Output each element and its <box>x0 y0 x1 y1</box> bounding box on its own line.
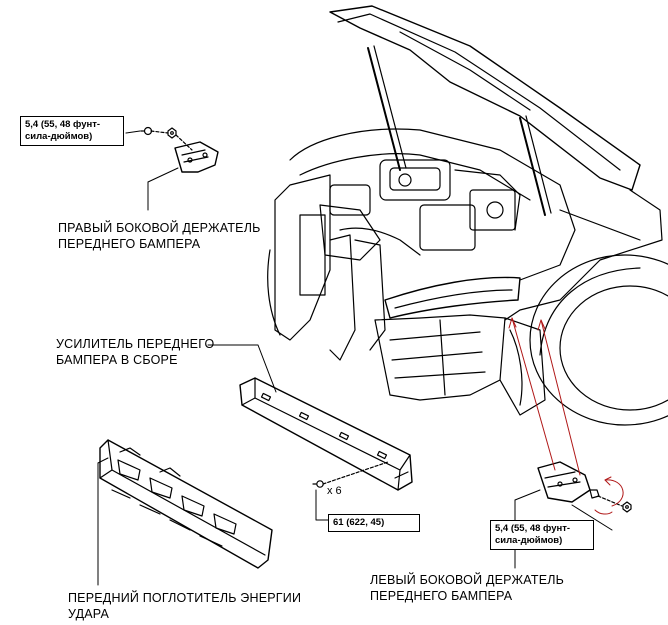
left-bracket-label-line1: ЛЕВЫЙ БОКОВОЙ ДЕРЖАТЕЛЬ <box>370 573 565 587</box>
absorber-label-line2: УДАРА <box>68 607 110 621</box>
left-side-bumper-bracket <box>537 461 591 503</box>
front-bumper-energy-absorber <box>99 439 273 569</box>
right-torque-line2: сила-дюймов) <box>25 131 93 142</box>
leader-lines <box>97 130 613 586</box>
bolt-icon <box>312 480 324 488</box>
reinforcement-label: УСИЛИТЕЛЬ ПЕРЕДНЕГО БАМПЕРА В СБОРЕ <box>56 336 214 368</box>
right-torque-spec: 5,4 (55, 48 фунт- сила-дюймов) <box>20 116 124 146</box>
right-torque-line1: 5,4 (55, 48 фунт- <box>25 119 101 130</box>
bolt-icon <box>140 126 153 136</box>
right-bracket-label-line2: ПЕРЕДНЕГО БАМПЕРА <box>58 237 201 251</box>
nut-icon <box>167 127 177 139</box>
left-bracket-label: ЛЕВЫЙ БОКОВОЙ ДЕРЖАТЕЛЬ ПЕРЕДНЕГО БАМПЕР… <box>370 572 564 604</box>
absorber-label: ПЕРЕДНИЙ ПОГЛОТИТЕЛЬ ЭНЕРГИИ УДАРА <box>68 590 301 622</box>
right-bracket-label: ПРАВЫЙ БОКОВОЙ ДЕРЖАТЕЛЬ ПЕРЕДНЕГО БАМПЕ… <box>58 220 261 252</box>
bolt-icon <box>589 489 600 499</box>
rotation-arrow-icon <box>594 476 624 515</box>
reinforcement-label-line2: БАМПЕРА В СБОРЕ <box>56 353 178 367</box>
right-side-bumper-bracket <box>174 141 219 173</box>
installation-direction-arrows <box>508 317 581 476</box>
left-torque-line1: 5,4 (55, 48 фунт- <box>495 523 571 534</box>
left-torque-spec: 5,4 (55, 48 фунт- сила-дюймов) <box>490 520 594 550</box>
front-bumper-reinforcement <box>239 377 413 491</box>
vehicle-front-illustration <box>267 5 668 426</box>
right-bracket-label-line1: ПРАВЫЙ БОКОВОЙ ДЕРЖАТЕЛЬ <box>58 221 261 235</box>
left-bracket-label-line2: ПЕРЕДНЕГО БАМПЕРА <box>370 589 513 603</box>
reinforcement-label-line1: УСИЛИТЕЛЬ ПЕРЕДНЕГО <box>56 337 215 351</box>
left-torque-line2: сила-дюймов) <box>495 535 563 546</box>
center-torque-value: 61 (622, 45) <box>333 517 385 528</box>
bolt-quantity: x 6 <box>327 485 342 497</box>
absorber-label-line1: ПЕРЕДНИЙ ПОГЛОТИТЕЛЬ ЭНЕРГИИ <box>68 591 302 605</box>
nut-icon <box>622 501 632 513</box>
center-torque-spec: 61 (622, 45) <box>328 514 420 532</box>
